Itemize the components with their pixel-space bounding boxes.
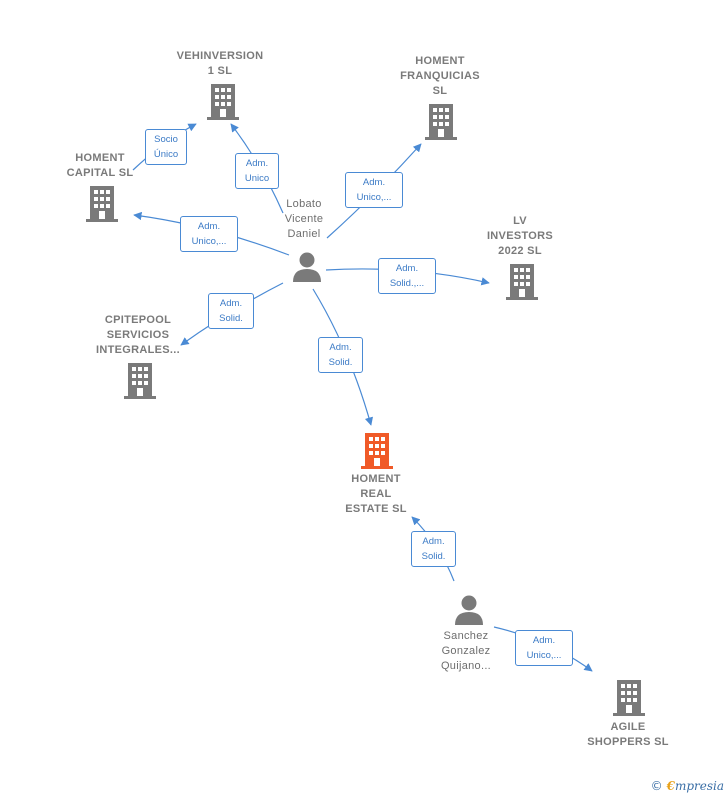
main-building-icon[interactable]: [361, 433, 393, 469]
label-line: Vicente: [284, 213, 324, 225]
edge-label-lobato-capital[interactable]: Adm. Unico,...: [180, 216, 238, 252]
company-label-homent-capital[interactable]: HOMENT CAPITAL SL: [40, 151, 160, 181]
edge-label-socio-unico[interactable]: Socio Único: [145, 129, 187, 165]
label-line: CPITEPOOL: [104, 314, 172, 326]
label-line: Adm.: [362, 177, 386, 188]
label-line: Adm.: [329, 342, 352, 353]
label-line: FRANQUICIAS: [400, 70, 480, 82]
person-label-lobato[interactable]: Lobato Vicente Daniel: [264, 197, 344, 242]
edge-label-lobato-cpitepool[interactable]: Adm. Solid.: [208, 293, 254, 329]
label-line: Quijano...: [440, 660, 492, 672]
building-icon[interactable]: [425, 104, 457, 140]
label-line: Adm.: [395, 263, 419, 274]
building-icon[interactable]: [613, 680, 645, 716]
label-line: AGILE: [610, 721, 646, 733]
label-line: Adm.: [197, 221, 221, 232]
label-line: HOMENT: [75, 152, 125, 164]
edge-label-lobato-franquicias[interactable]: Adm. Unico,...: [345, 172, 403, 208]
label-line: Socio: [154, 134, 178, 145]
label-line: Solid.: [421, 551, 446, 562]
company-label-cpitepool[interactable]: CPITEPOOL SERVICIOS INTEGRALES...: [78, 313, 198, 358]
label-line: CAPITAL SL: [66, 167, 134, 179]
label-line: 2022 SL: [498, 245, 542, 257]
person-label-sanchez[interactable]: Sanchez Gonzalez Quijano...: [426, 629, 506, 674]
label-line: LV: [513, 215, 527, 227]
person-icon[interactable]: [454, 594, 484, 625]
building-icon[interactable]: [207, 84, 239, 120]
brand-name: mpresia: [674, 779, 724, 793]
label-line: SL: [432, 85, 448, 97]
label-line: SHOPPERS SL: [587, 736, 669, 748]
label-line: Adm.: [422, 536, 445, 547]
label-line: Adm.: [245, 158, 269, 169]
label-line: Adm.: [532, 635, 556, 646]
company-label-lv-investors[interactable]: LV INVESTORS 2022 SL: [460, 214, 580, 259]
brand-initial: €: [666, 779, 675, 793]
label-line: Unico: [244, 173, 270, 184]
label-line: SERVICIOS: [106, 329, 170, 341]
copyright-icon: ©: [650, 779, 663, 793]
label-line: Solid.,...: [389, 278, 425, 289]
label-line: REAL: [360, 488, 392, 500]
company-label-homent-real-estate[interactable]: HOMENT REAL ESTATE SL: [316, 472, 436, 517]
label-line: 1 SL: [207, 65, 233, 77]
company-label-agile-shoppers[interactable]: AGILE SHOPPERS SL: [568, 720, 688, 750]
building-icon[interactable]: [86, 186, 118, 222]
company-label-vehinversion[interactable]: VEHINVERSION 1 SL: [160, 49, 280, 79]
label-line: Solid.: [219, 313, 243, 324]
label-line: Solid.: [328, 357, 353, 368]
empresia-watermark: ©€mpresia: [651, 779, 724, 793]
label-line: Gonzalez: [441, 645, 491, 657]
label-line: Daniel: [287, 228, 321, 240]
label-line: HOMENT: [351, 473, 401, 485]
building-icon[interactable]: [124, 363, 156, 399]
label-line: Unico,...: [356, 192, 392, 203]
building-icon[interactable]: [506, 264, 538, 300]
label-line: Unico,...: [191, 236, 227, 247]
label-line: VEHINVERSION: [176, 50, 264, 62]
label-line: Sanchez: [443, 630, 489, 642]
edge-label-sanchez-real-estate[interactable]: Adm. Solid.: [411, 531, 456, 567]
edge-label-sanchez-agile[interactable]: Adm. Unico,...: [515, 630, 573, 666]
label-line: Único: [153, 149, 179, 160]
edge-label-lobato-real-estate[interactable]: Adm. Solid.: [318, 337, 363, 373]
label-line: HOMENT: [415, 55, 465, 67]
company-label-homent-franquicias[interactable]: HOMENT FRANQUICIAS SL: [380, 54, 500, 99]
label-line: Lobato: [286, 198, 322, 210]
label-line: ESTATE SL: [345, 503, 407, 515]
label-line: Adm.: [219, 298, 243, 309]
label-line: INVESTORS: [486, 230, 554, 242]
label-line: Unico,...: [526, 650, 562, 661]
edge-label-lobato-vehinversion[interactable]: Adm. Unico: [235, 153, 279, 189]
person-icon[interactable]: [292, 251, 322, 282]
edge-label-lobato-lv[interactable]: Adm. Solid.,...: [378, 258, 436, 294]
label-line: INTEGRALES...: [96, 344, 180, 356]
